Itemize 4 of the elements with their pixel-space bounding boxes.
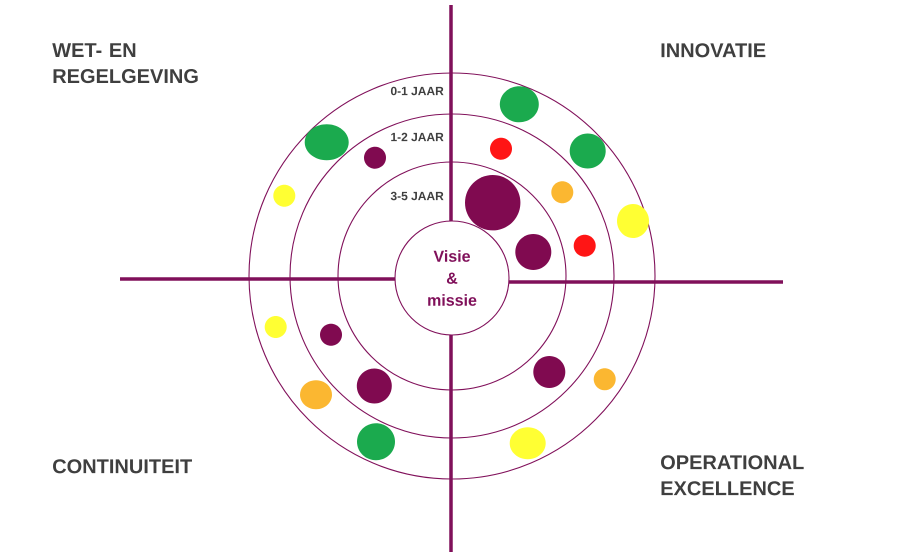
quadrant-label: INNOVATIE	[662, 43, 766, 58]
quadrant-label: OPERATIONAL EXCELLENCE	[661, 455, 804, 496]
quadrant-label: WET- EN REGELGEVING	[52, 43, 198, 84]
quadrant-label: CONTINUITEIT	[53, 459, 192, 474]
